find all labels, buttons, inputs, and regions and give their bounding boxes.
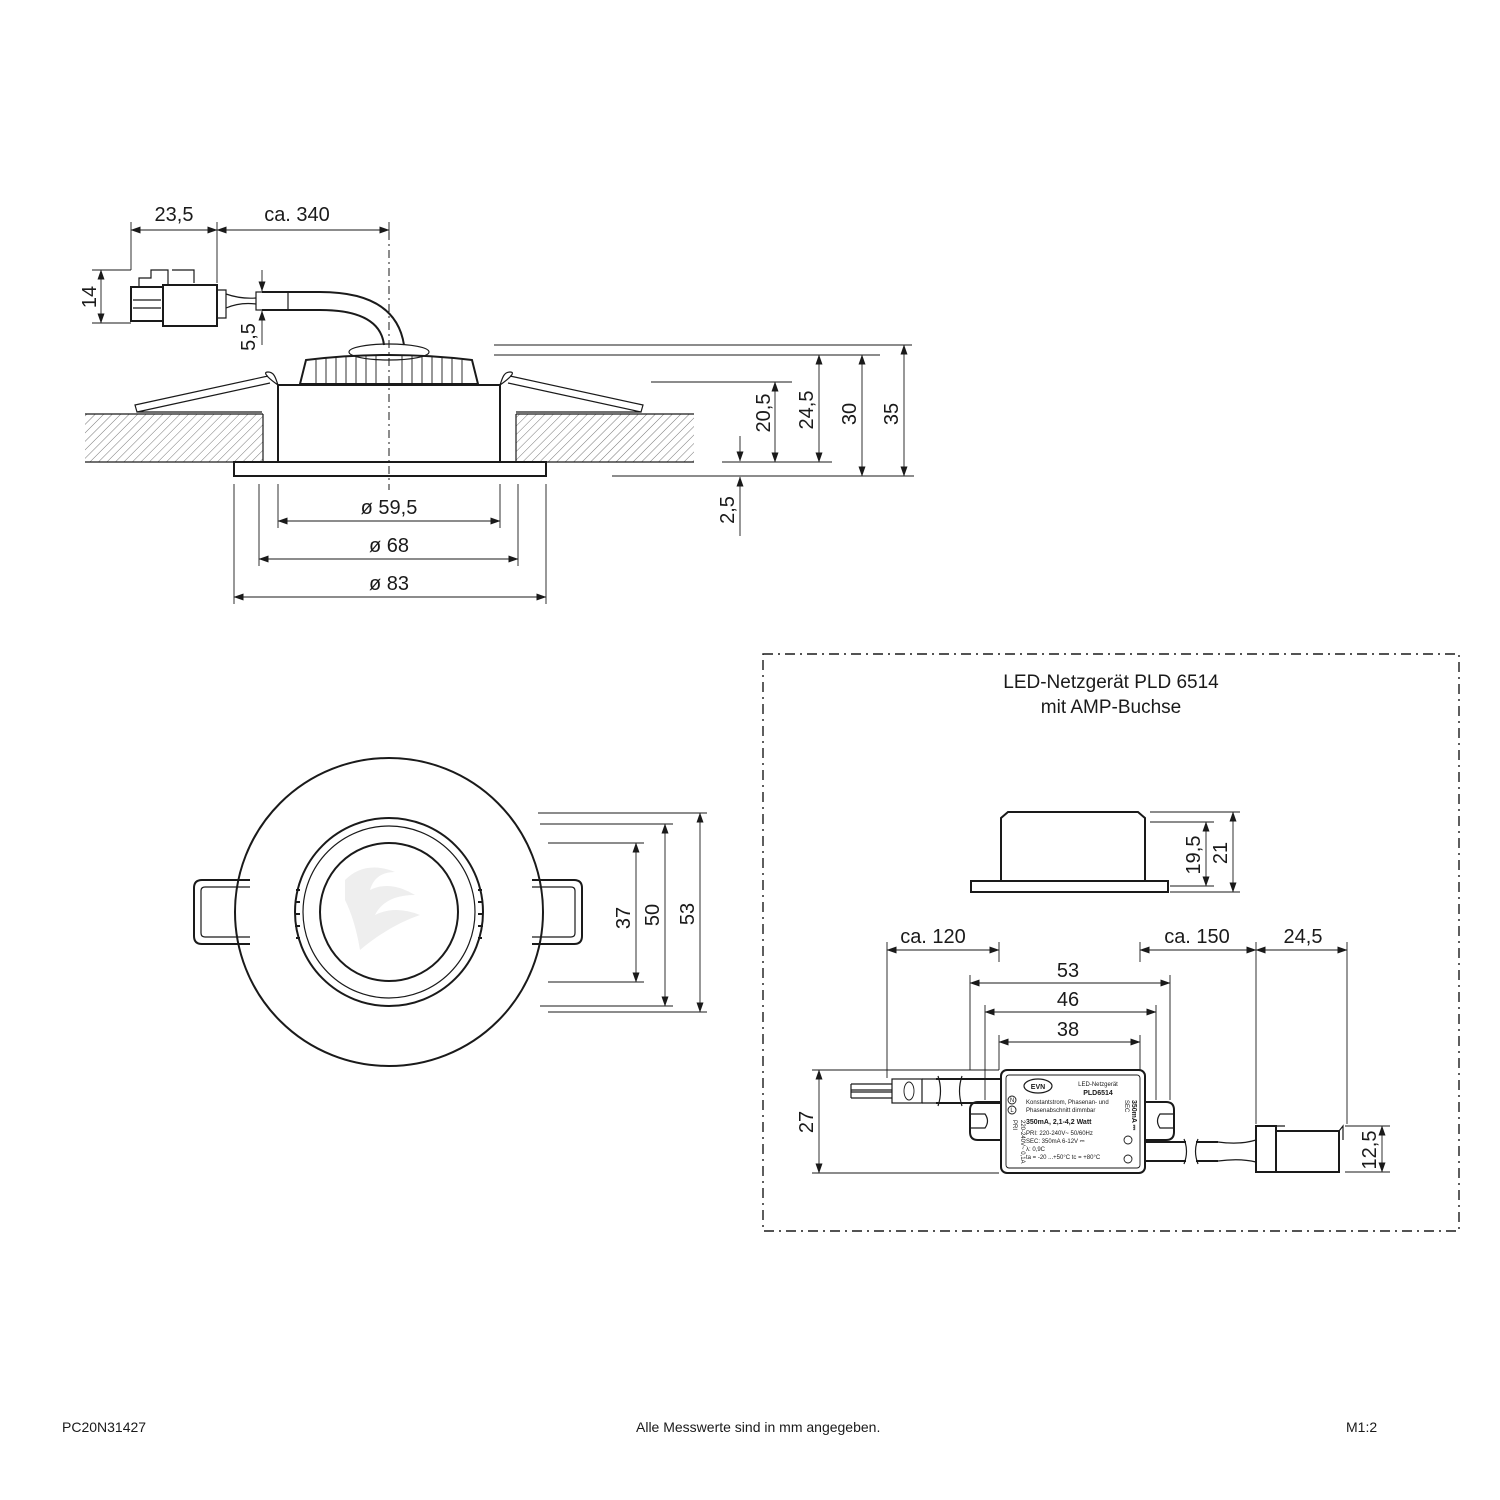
label-sec-side: SEC [1123, 1100, 1129, 1113]
dim-height-20-5: 20,5 [753, 394, 775, 433]
psu-title: LED-Netzgerät PLD 6514 [1003, 672, 1219, 693]
label-n: N [1010, 1098, 1014, 1104]
dim-psu-21: 21 [1210, 842, 1232, 864]
psu-output-cable [1145, 1141, 1218, 1162]
label-l: L [1010, 1108, 1014, 1114]
dim-psu-plug-height: 12,5 [1359, 1131, 1381, 1170]
dim-psu-cable-in: ca. 120 [900, 926, 966, 948]
label-pri-side-v: 220-240V~ 0,1A [1019, 1120, 1025, 1164]
label-sec: SEC: 350mA 6-12V ⎓ [1026, 1139, 1085, 1145]
psu-top-body [1000, 1069, 1146, 1174]
dim-diameter-59-5: ø 59,5 [361, 497, 418, 519]
psu-output-wires [1217, 1139, 1257, 1163]
cable-sleeve [255, 291, 289, 311]
label-desc1: Konstantstrom, Phasenan- und [1026, 1100, 1109, 1106]
dim-psu-19-5: 19,5 [1183, 836, 1205, 875]
label-model: PLD6514 [1083, 1090, 1113, 1097]
heatsink-fins [315, 355, 463, 384]
psu-panel: LED-Netzgerät PLD 6514 mit AMP-Buchse 19… [762, 653, 1460, 1232]
article-number: PC20N31427 [62, 1419, 147, 1435]
evn-logo [1023, 1078, 1053, 1094]
label-brand: EVN [1031, 1084, 1045, 1091]
measurement-note: Alle Messwerte sind in mm angegeben. [636, 1419, 881, 1435]
dim-connector-height: 14 [79, 286, 101, 308]
psu-tab-left [969, 1101, 1001, 1141]
psu-side-flange [970, 880, 1169, 893]
label-desc2: Phasenabschnitt dimmbar [1026, 1108, 1095, 1114]
psu-label: EVN LED-Netzgerät PLD6514 Konstantstrom,… [1007, 1078, 1137, 1164]
label-sec-side-v: 350mA ⎓ [1130, 1100, 1137, 1131]
psu-subtitle: mit AMP-Buchse [1041, 697, 1181, 718]
clip-right [532, 879, 583, 945]
psu-side-body [1000, 811, 1146, 881]
dim-psu-plug-length: 24,5 [1284, 926, 1323, 948]
inner-ring-outer [294, 817, 484, 1007]
cable [262, 291, 405, 346]
dim-psu-46: 46 [1057, 989, 1079, 1011]
dim-psu-53: 53 [1057, 960, 1079, 982]
lens-reflection [345, 867, 420, 950]
top-view: 37 50 53 [193, 757, 707, 1067]
label-type: LED-Netzgerät [1078, 1082, 1118, 1088]
clip-left [193, 879, 250, 945]
dim-top-53: 53 [677, 903, 699, 925]
dim-height-35: 35 [881, 403, 903, 425]
dim-diameter-68: ø 68 [369, 535, 409, 557]
dim-psu-cable-out: ca. 150 [1164, 926, 1230, 948]
ceiling-right-section [516, 414, 694, 462]
heatsink [298, 354, 480, 385]
dim-top-37: 37 [613, 907, 635, 929]
psu-amp-plug [1255, 1124, 1344, 1173]
dim-psu-38: 38 [1057, 1019, 1079, 1041]
dim-height-30: 30 [839, 403, 861, 425]
lens [319, 842, 459, 982]
dim-cable-diameter: 5,5 [238, 323, 260, 351]
dim-diameter-83: ø 83 [369, 573, 409, 595]
dim-connector-length: 23,5 [155, 204, 194, 226]
label-temp: ta = -20 ...+50°C tc = +80°C [1026, 1155, 1101, 1161]
scale: M1:2 [1346, 1419, 1378, 1435]
inner-ring [302, 825, 476, 999]
label-lambda: λ: 0,9C [1026, 1147, 1046, 1153]
bezel-ring [233, 461, 547, 477]
ceiling-left-section [85, 414, 263, 462]
dim-psu-27: 27 [796, 1111, 818, 1133]
spring-clip-right [499, 371, 644, 413]
psu-tab-right [1145, 1101, 1175, 1141]
dim-top-50: 50 [642, 904, 664, 926]
dim-bezel-2-5: 2,5 [717, 496, 739, 524]
dim-height-24-5: 24,5 [796, 391, 818, 430]
psu-frame [762, 653, 1460, 1232]
label-pri-side: PRI [1011, 1120, 1017, 1130]
ring-notches [295, 889, 483, 939]
amp-connector [130, 269, 227, 327]
label-power: 350mA, 2,1-4,2 Watt [1026, 1119, 1092, 1126]
spring-clip-left [134, 371, 279, 413]
dim-cable-length: ca. 340 [264, 204, 330, 226]
label-pri: PRI: 220-240V~ 50/60Hz [1026, 1131, 1093, 1137]
outer-bezel [234, 757, 544, 1067]
psu-input-cable [936, 1078, 1001, 1104]
psu-input-wires [850, 1083, 892, 1099]
side-view: 23,5 ca. 340 14 5,5 ø 59,5 ø 68 ø 83 [79, 204, 914, 604]
